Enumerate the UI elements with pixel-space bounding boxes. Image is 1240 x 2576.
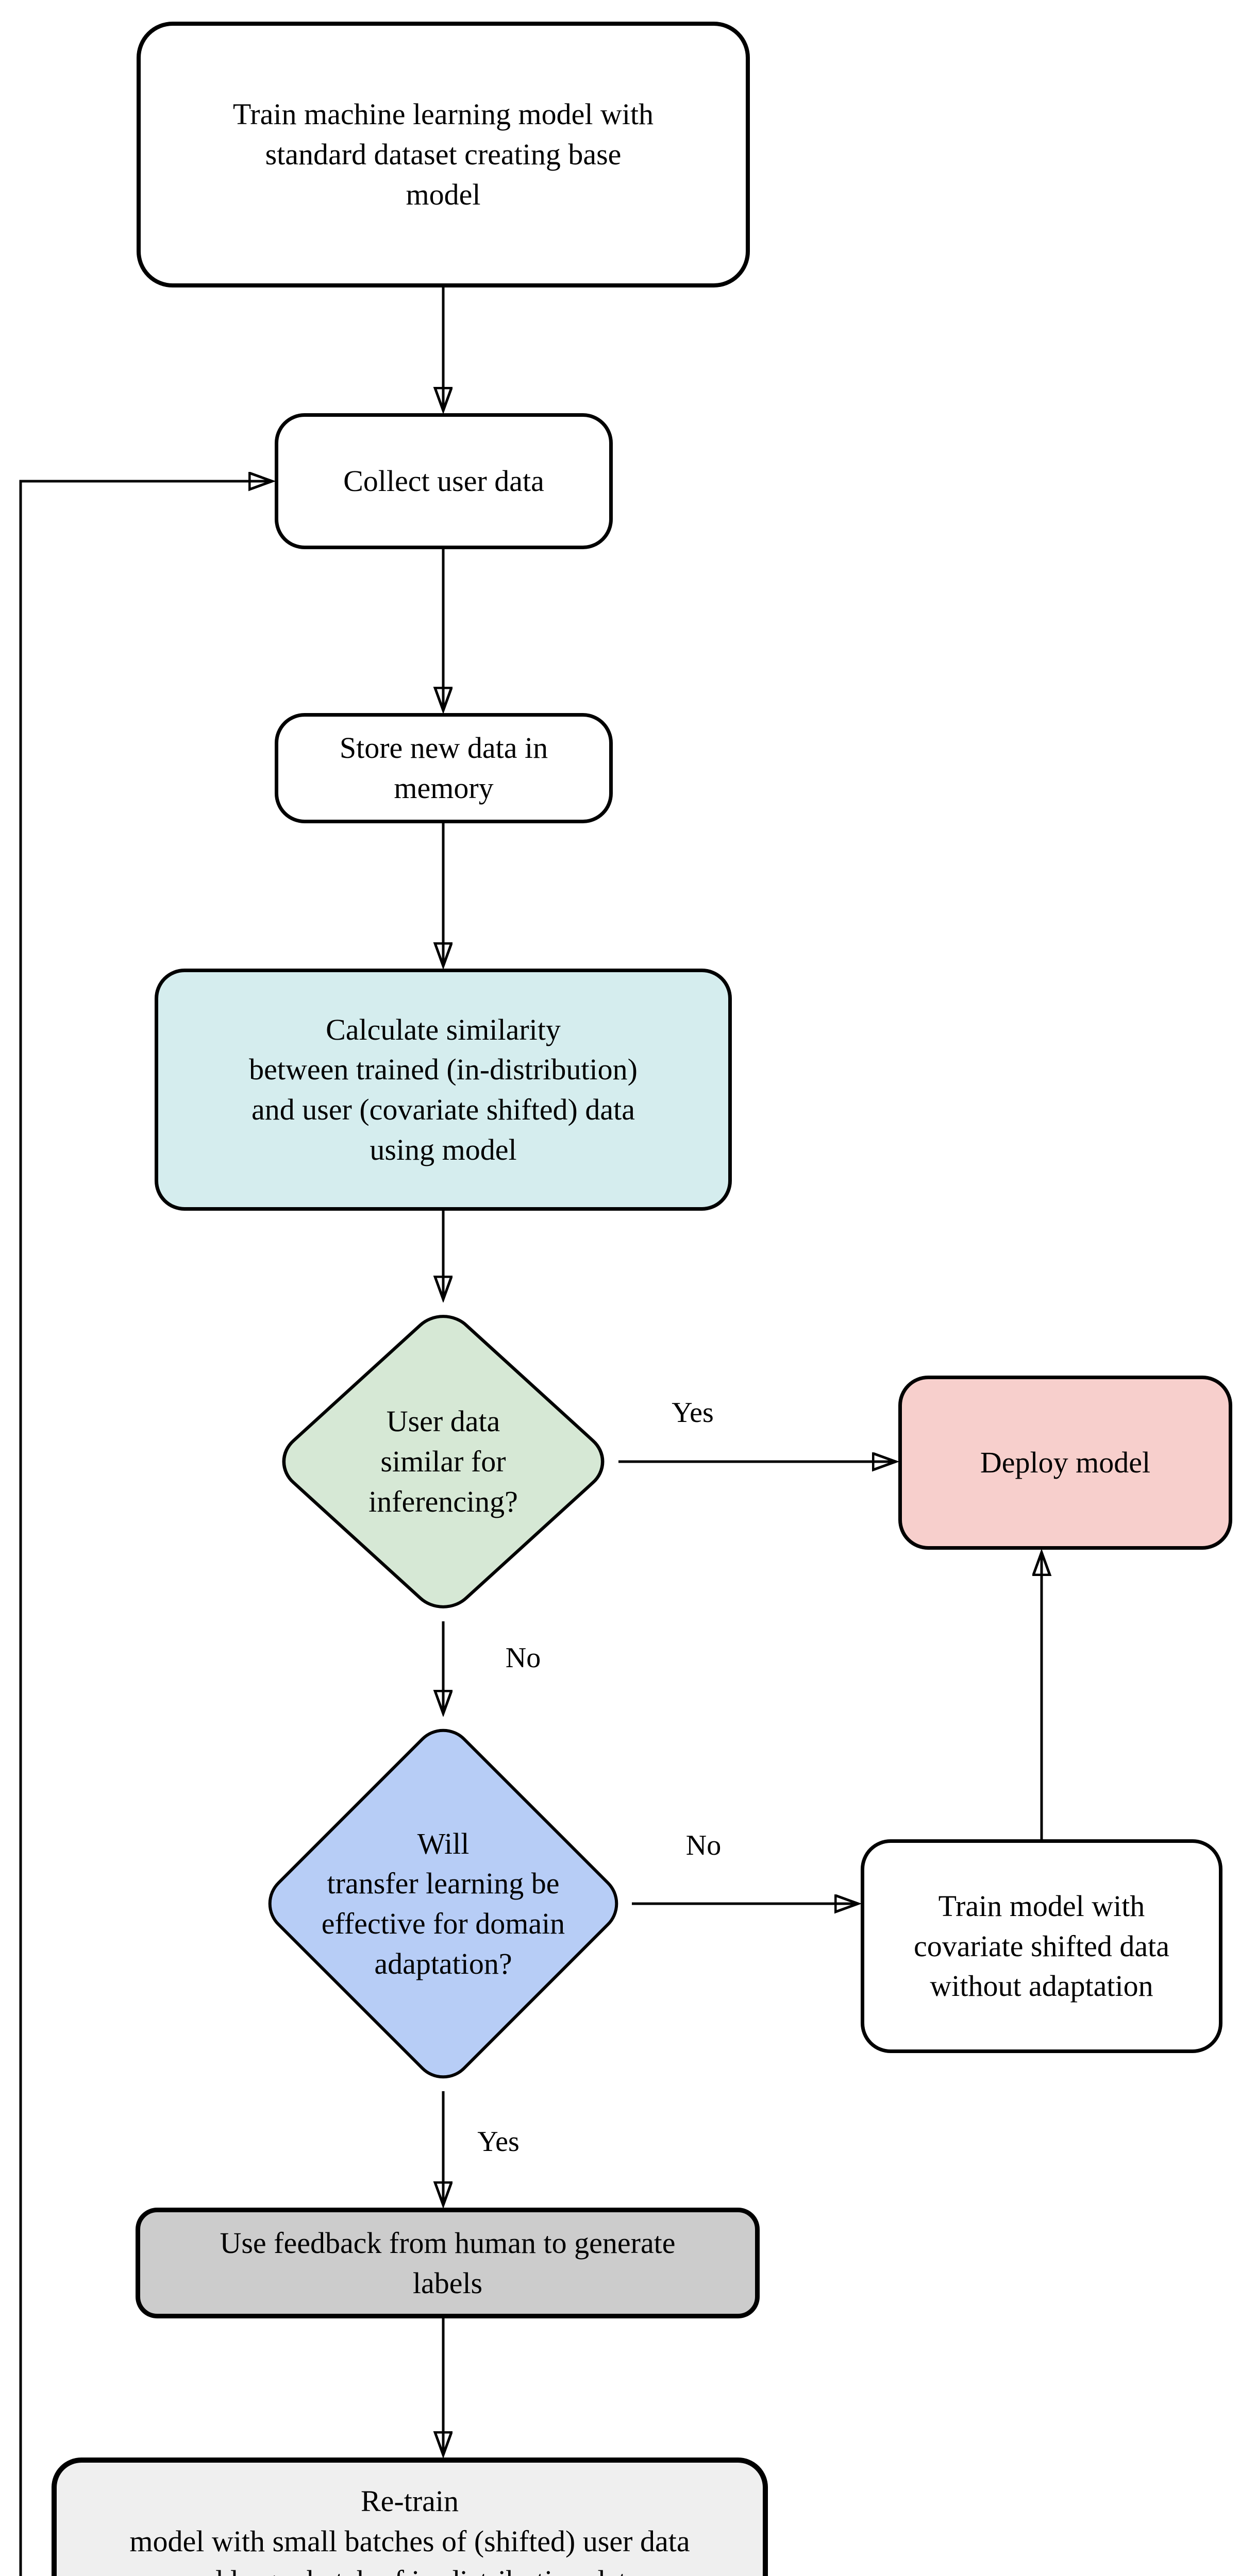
node-collect-user-data: Collect user data xyxy=(275,413,613,549)
edge-label-similar-yes: Yes xyxy=(672,1397,714,1429)
node-train-covariate-shifted: Train model with covariate shifted data … xyxy=(861,1839,1222,2053)
edge-label-transfer-yes: Yes xyxy=(477,2126,520,2158)
decision-transfer-learning-label: Will transfer learning be effective for … xyxy=(321,1826,565,1980)
edge-generate-loop-to-collect xyxy=(19,481,271,2576)
node-calculate-similarity: Calculate similarity between trained (in… xyxy=(155,969,732,1211)
edge-label-transfer-no: No xyxy=(685,1829,722,1861)
decision-transfer-learning-effective: Will transfer learning be effective for … xyxy=(255,1716,632,2092)
edge-label-similar-no: No xyxy=(505,1642,541,1674)
node-retrain-model: Re-train model with small batches of (sh… xyxy=(52,2458,768,2576)
node-human-feedback-labels: Use feedback from human to generate labe… xyxy=(136,2208,760,2318)
decision-user-data-similar-label: User data similar for inferencing? xyxy=(368,1404,518,1518)
node-train-base-model: Train machine learning model with standa… xyxy=(137,22,750,287)
node-deploy-model: Deploy model xyxy=(898,1376,1232,1550)
decision-user-data-similar: User data similar for inferencing? xyxy=(268,1302,618,1621)
node-store-new-data: Store new data in memory xyxy=(275,713,613,823)
